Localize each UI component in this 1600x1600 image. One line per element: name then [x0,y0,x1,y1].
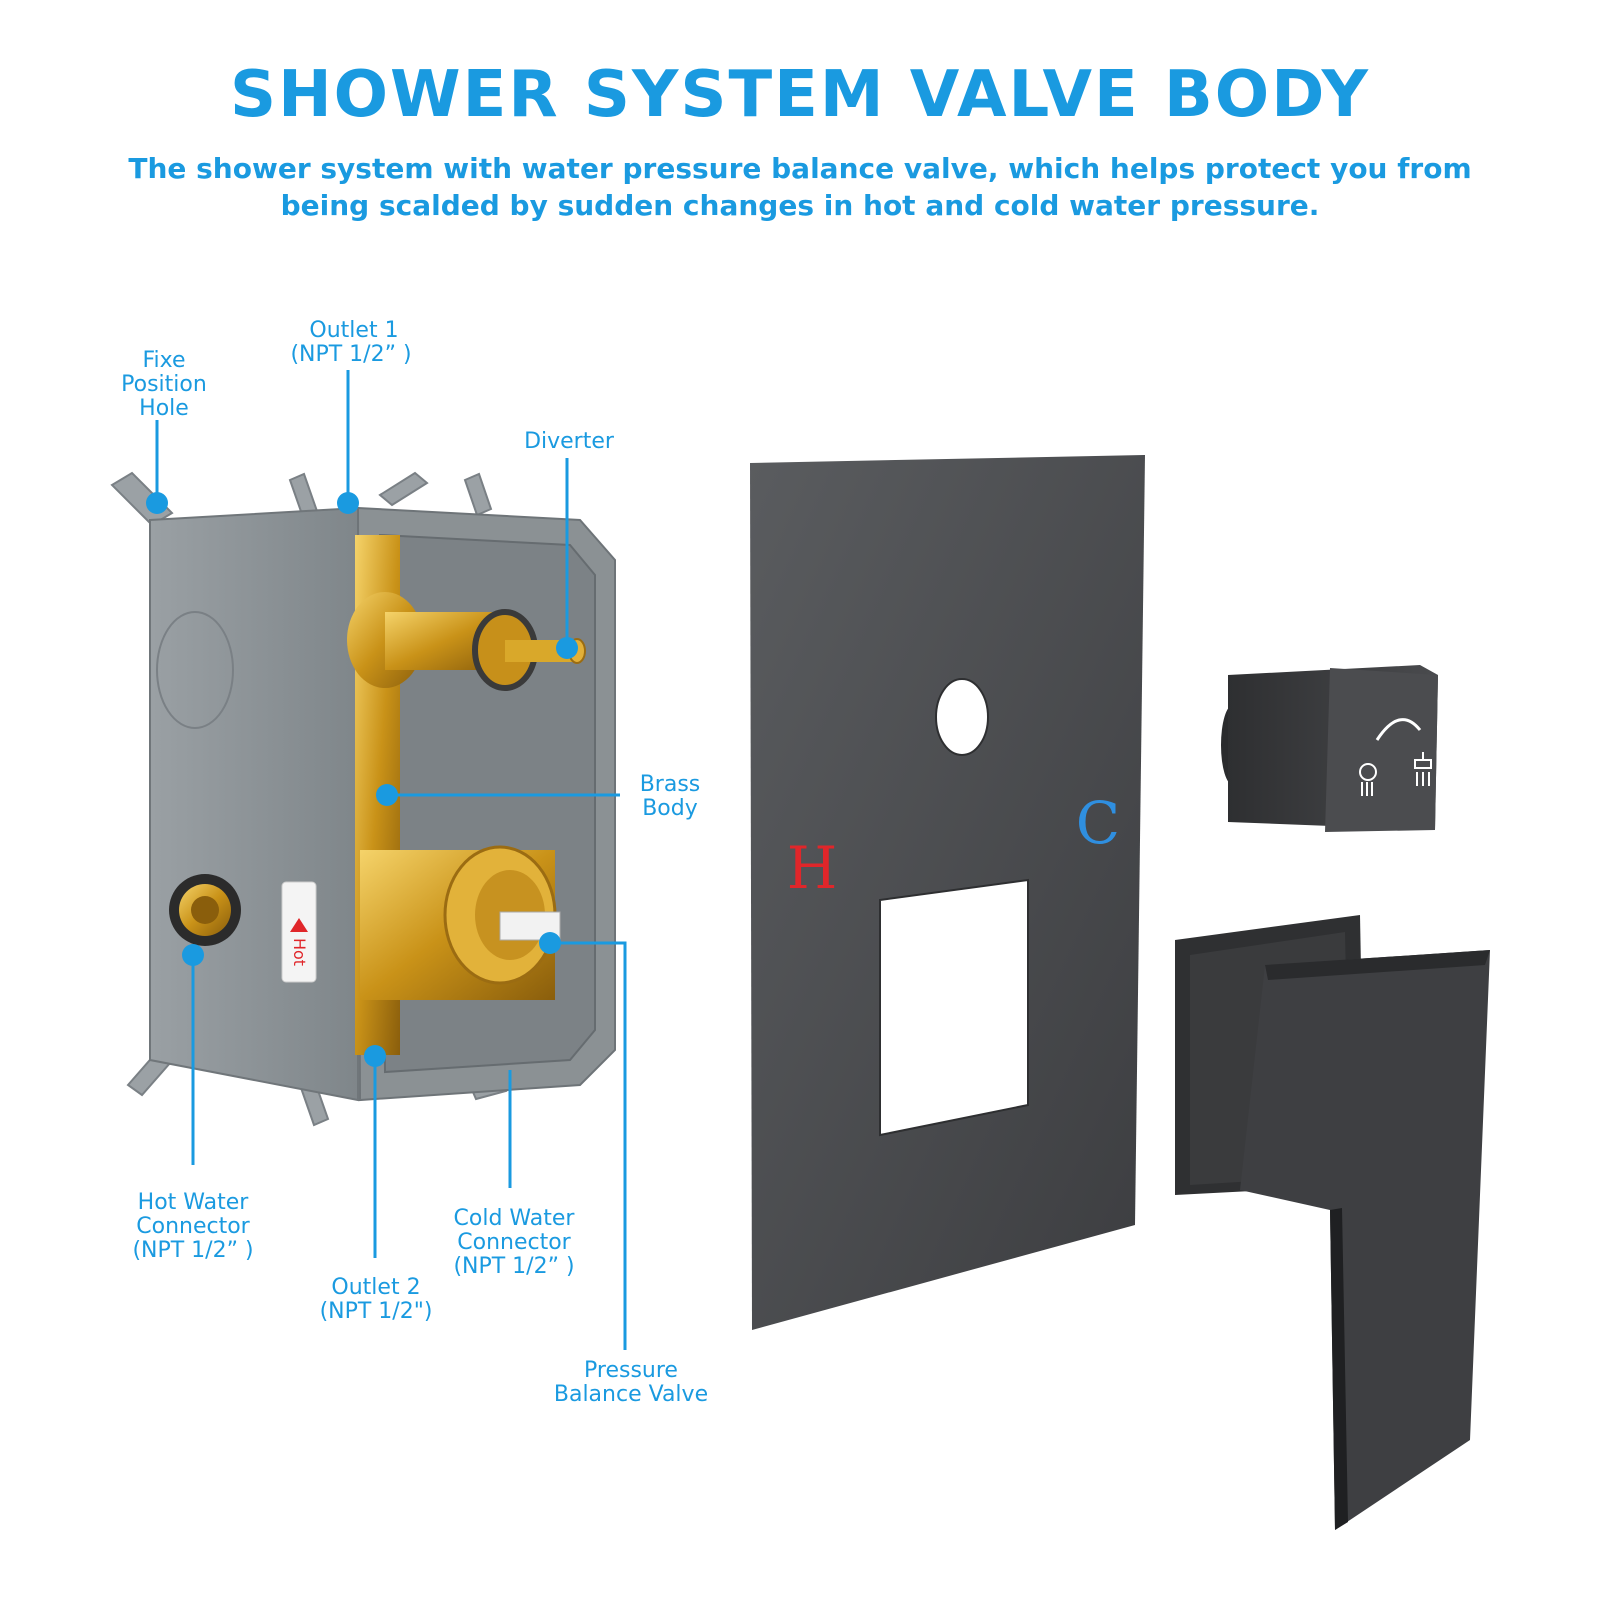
diverter-knob [1221,665,1438,832]
handshower-icon [1359,763,1377,796]
page-title: SHOWER SYSTEM VALVE BODY [229,58,1371,132]
callout-diverter: Diverter [524,429,615,454]
pressure-balance-cartridge [360,845,561,1000]
showerhead-icon [1414,752,1432,786]
hot-sticker: Hot [281,881,317,983]
leader-lines [155,370,627,1350]
hot-connector-port [169,874,241,946]
handle-cutout [879,878,1029,1137]
lever-handle [1175,915,1490,1530]
diverter-hole [935,678,989,756]
hot-mark: H [787,834,838,902]
callout-outlet2: Outlet 2(NPT 1/2") [320,1275,433,1324]
diverter-assembly [347,592,586,691]
rough-in-box: Hot [110,471,616,1127]
cold-mark: C [1076,789,1120,857]
hot-sticker-label: Hot [290,938,309,966]
trim-plate: H C [750,455,1145,1330]
arc-icon [1375,718,1422,741]
callout-outlet1: Outlet 1(NPT 1/2” ) [290,318,411,367]
callout-dots [146,492,578,1067]
page-subtitle: The shower system with water pressure ba… [128,152,1472,222]
